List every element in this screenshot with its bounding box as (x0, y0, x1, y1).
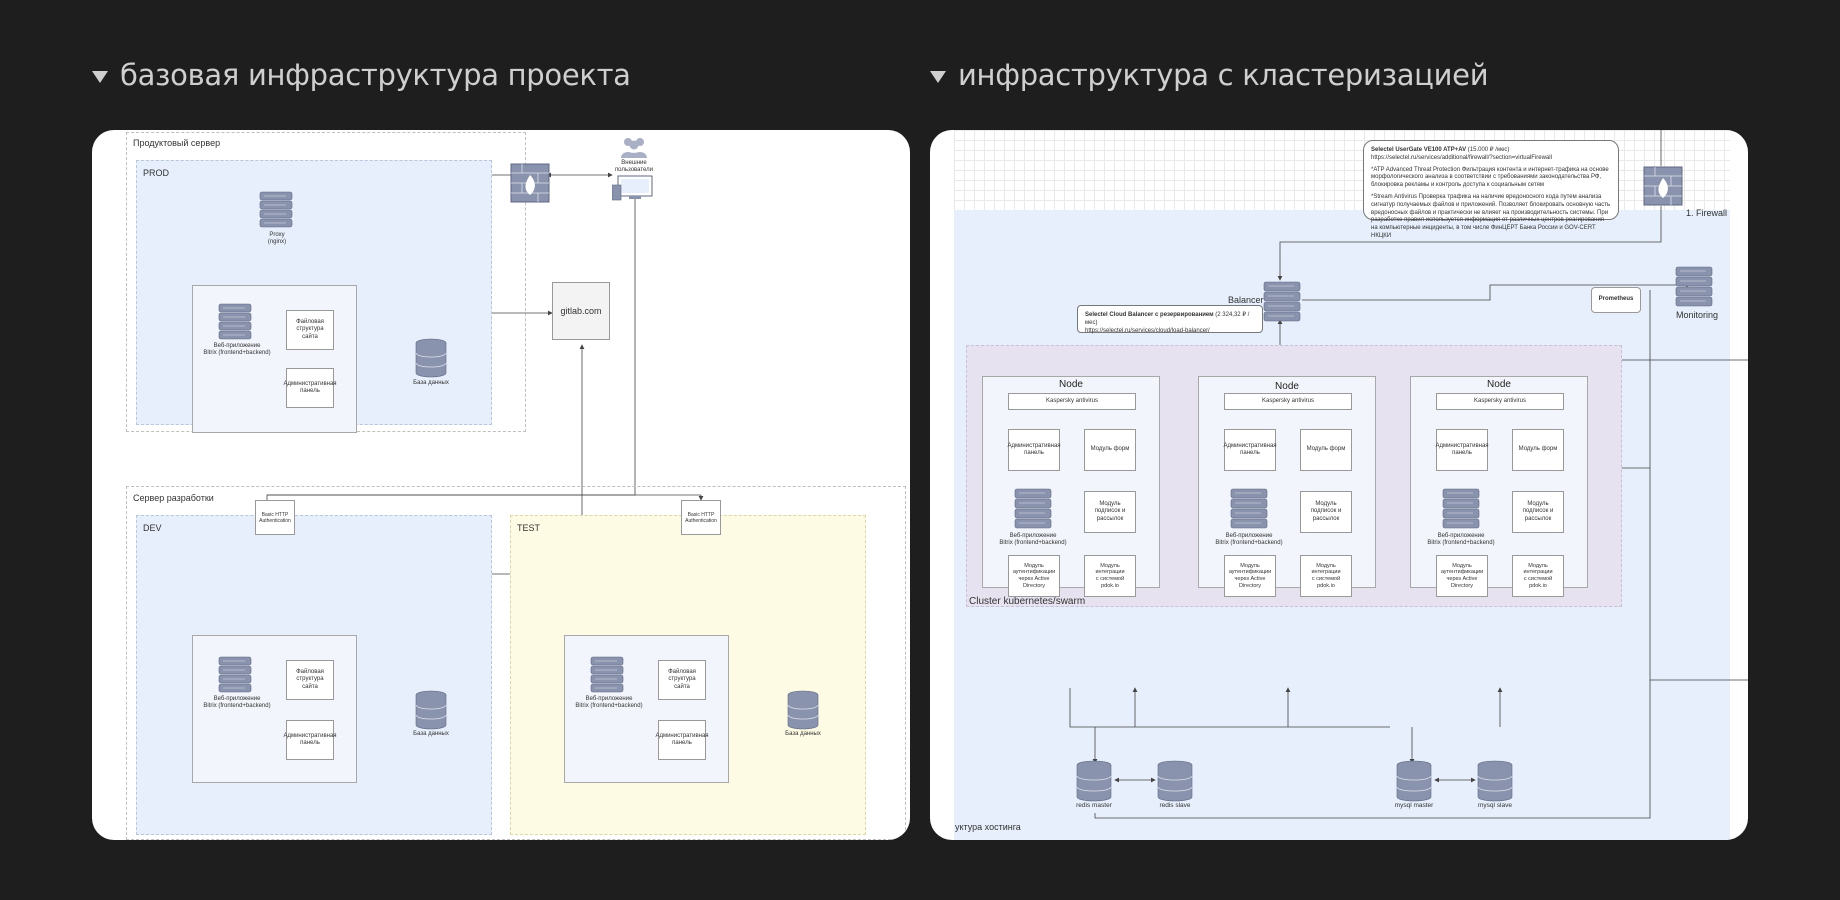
node-2-title: Node (1275, 381, 1299, 392)
redis-master-icon (1075, 760, 1113, 807)
node-3-subscriptions-module: Модуль подписок и рассылок (1512, 491, 1564, 533)
prod-file-structure-box: Файловая структура сайта (286, 310, 334, 350)
balancer-server-icon (1262, 280, 1302, 329)
prod-admin-panel-box: Административная панель (283, 368, 337, 408)
test-label: TEST (517, 523, 541, 533)
node-2-webapp-icon (1229, 487, 1269, 536)
node-2-forms-module: Модуль форм (1300, 429, 1352, 471)
redis-slave-icon (1156, 760, 1194, 807)
balancer-title: Selectel Cloud Balancer с резервирование… (1085, 312, 1214, 318)
collapse-triangle-icon[interactable] (930, 71, 946, 83)
redis-master-label: redis master (1076, 802, 1112, 809)
diagram-card-base: Продуктовый сервер PROD Proxy (nginx) Вн… (92, 130, 910, 840)
diagram-card-cluster: Selectel UserGate VE100 ATP+AV (15.000 ₽… (930, 130, 1748, 840)
node-1-pdok-module: Модуль интеграции с системой pdok.io (1084, 555, 1136, 597)
node-2-pdok-module: Модуль интеграции с системой pdok.io (1300, 555, 1352, 597)
node-3-webapp-icon (1441, 487, 1481, 536)
gitlab-box: gitlab.com (552, 282, 610, 340)
prometheus-box: Prometheus (1591, 287, 1641, 313)
prod-database-label: База данных (413, 380, 449, 386)
mysql-slave-icon (1476, 760, 1514, 807)
firewall-label: 1. Firewall (1686, 208, 1728, 218)
balancer-url[interactable]: https://selectel.ru/services/cloud/load-… (1085, 327, 1210, 334)
node-3-pdok-module: Модуль интеграции с системой pdok.io (1512, 555, 1564, 597)
prod-server-label: Продуктовый сервер (133, 138, 221, 148)
node-1-webapp-icon (1013, 487, 1053, 536)
node-2-ad-module: Модуль аутентификации через Active Direc… (1224, 555, 1276, 597)
heading-left-text: базовая инфраструктура проекта (120, 58, 631, 92)
test-file-structure-box: Файловая структура сайта (658, 660, 706, 700)
computer-icon (611, 175, 654, 206)
collapse-triangle-icon[interactable] (92, 71, 108, 83)
dev-server-label: Сервер разработки (133, 493, 214, 503)
node-2-webapp-label: Веб-приложение Bitrix (frontend+backend) (1215, 533, 1283, 547)
firewall-icon (510, 163, 550, 208)
dev-database-label: База данных (413, 731, 449, 737)
dev-file-structure-box: Файловая структура сайта (286, 660, 334, 700)
node-3-kaspersky: Kaspersky antivirus (1436, 393, 1564, 410)
monitoring-label: Monitoring (1676, 310, 1719, 320)
prod-label: PROD (143, 168, 170, 178)
node-2-kaspersky: Kaspersky antivirus (1224, 393, 1352, 410)
balancer-label: Balancer (1228, 295, 1264, 305)
node-2-subscriptions-module: Модуль подписок и рассылок (1300, 491, 1352, 533)
proxy-label: Proxy (nginx) (267, 232, 287, 246)
node-1-admin-panel: Административная панель (1007, 429, 1061, 471)
hosting-label: уктура хостинга (955, 822, 1021, 832)
mysql-master-icon (1395, 760, 1433, 807)
node-3-ad-module: Модуль аутентификации через Active Direc… (1436, 555, 1488, 597)
mysql-master-label: mysql master (1394, 802, 1434, 809)
node-1-subscriptions-module: Модуль подписок и рассылок (1084, 491, 1136, 533)
usergate-av: *Stream Antivirus Проверка трафика на на… (1371, 193, 1611, 239)
usergate-note: Selectel UserGate VE100 ATP+AV (15.000 ₽… (1363, 140, 1619, 239)
usergate-atp: *ATP Advanced Threat Protection Фильтрац… (1371, 166, 1609, 189)
dev-basic-auth-box: Basic HTTP Authentication (255, 500, 295, 535)
node-1-forms-module: Модуль форм (1084, 429, 1136, 471)
cluster-label: Cluster kubernetes/swarm (969, 596, 1086, 607)
mysql-slave-label: mysql slave (1478, 802, 1512, 809)
node-3-forms-module: Модуль форм (1512, 429, 1564, 471)
node-1: Node Kaspersky antivirus Административна… (982, 376, 1160, 597)
test-database-icon (786, 690, 820, 735)
prod-webapp-icon (217, 302, 253, 347)
usergate-price: (15.000 ₽ /мес) (1467, 147, 1510, 153)
node-3: Node Kaspersky antivirus Административна… (1410, 376, 1588, 597)
node-1-ad-module: Модуль аутентификации через Active Direc… (1008, 555, 1060, 597)
usergate-url[interactable]: https://selectel.ru/services/additional/… (1371, 154, 1552, 161)
node-2-admin-panel: Административная панель (1223, 429, 1277, 471)
node-1-webapp-label: Веб-приложение Bitrix (frontend+backend) (999, 533, 1067, 547)
heading-left: базовая инфраструктура проекта (92, 58, 631, 92)
dev-webapp-label: Веб-приложение Bitrix (frontend+backend) (203, 696, 271, 710)
dev-database-icon (414, 690, 448, 735)
prod-database-icon (414, 338, 448, 383)
test-database-label: База данных (785, 731, 821, 737)
test-basic-auth-box: Basic HTTP Authentication (681, 500, 721, 535)
heading-right: инфраструктура с кластеризацией (930, 58, 1489, 92)
node-3-admin-panel: Административная панель (1435, 429, 1489, 471)
balancer-note: Selectel Cloud Balancer с резервирование… (1077, 305, 1263, 334)
test-admin-panel-box: Административная панель (655, 720, 709, 760)
prod-webapp-label: Веб-приложение Bitrix (frontend+backend) (203, 343, 271, 357)
dev-label: DEV (143, 523, 162, 533)
users-icon (619, 136, 649, 163)
node-2: Node Kaspersky antivirus Административна… (1198, 376, 1376, 597)
dev-admin-panel-box: Административная панель (283, 720, 337, 760)
heading-right-text: инфраструктура с кластеризацией (958, 58, 1489, 92)
dev-webapp-icon (217, 655, 253, 700)
proxy-server-icon (258, 190, 294, 235)
usergate-title: Selectel UserGate VE100 ATP+AV (1371, 147, 1467, 153)
dev-server-frame (126, 486, 906, 840)
node-1-title: Node (1059, 379, 1083, 390)
node-1-kaspersky: Kaspersky antivirus (1008, 393, 1136, 410)
node-3-webapp-label: Веб-приложение Bitrix (frontend+backend) (1427, 533, 1495, 547)
balancer-price: (2 324,32 ₽ /мес) (1085, 312, 1250, 326)
monitoring-server-icon (1674, 265, 1714, 314)
firewall-icon (1643, 166, 1683, 211)
node-3-title: Node (1487, 379, 1511, 390)
test-webapp-icon (589, 655, 625, 700)
redis-slave-label: redis slave (1159, 802, 1191, 809)
test-webapp-label: Веб-приложение Bitrix (frontend+backend) (575, 696, 643, 710)
external-users-label: Внешние пользователи (614, 160, 654, 174)
